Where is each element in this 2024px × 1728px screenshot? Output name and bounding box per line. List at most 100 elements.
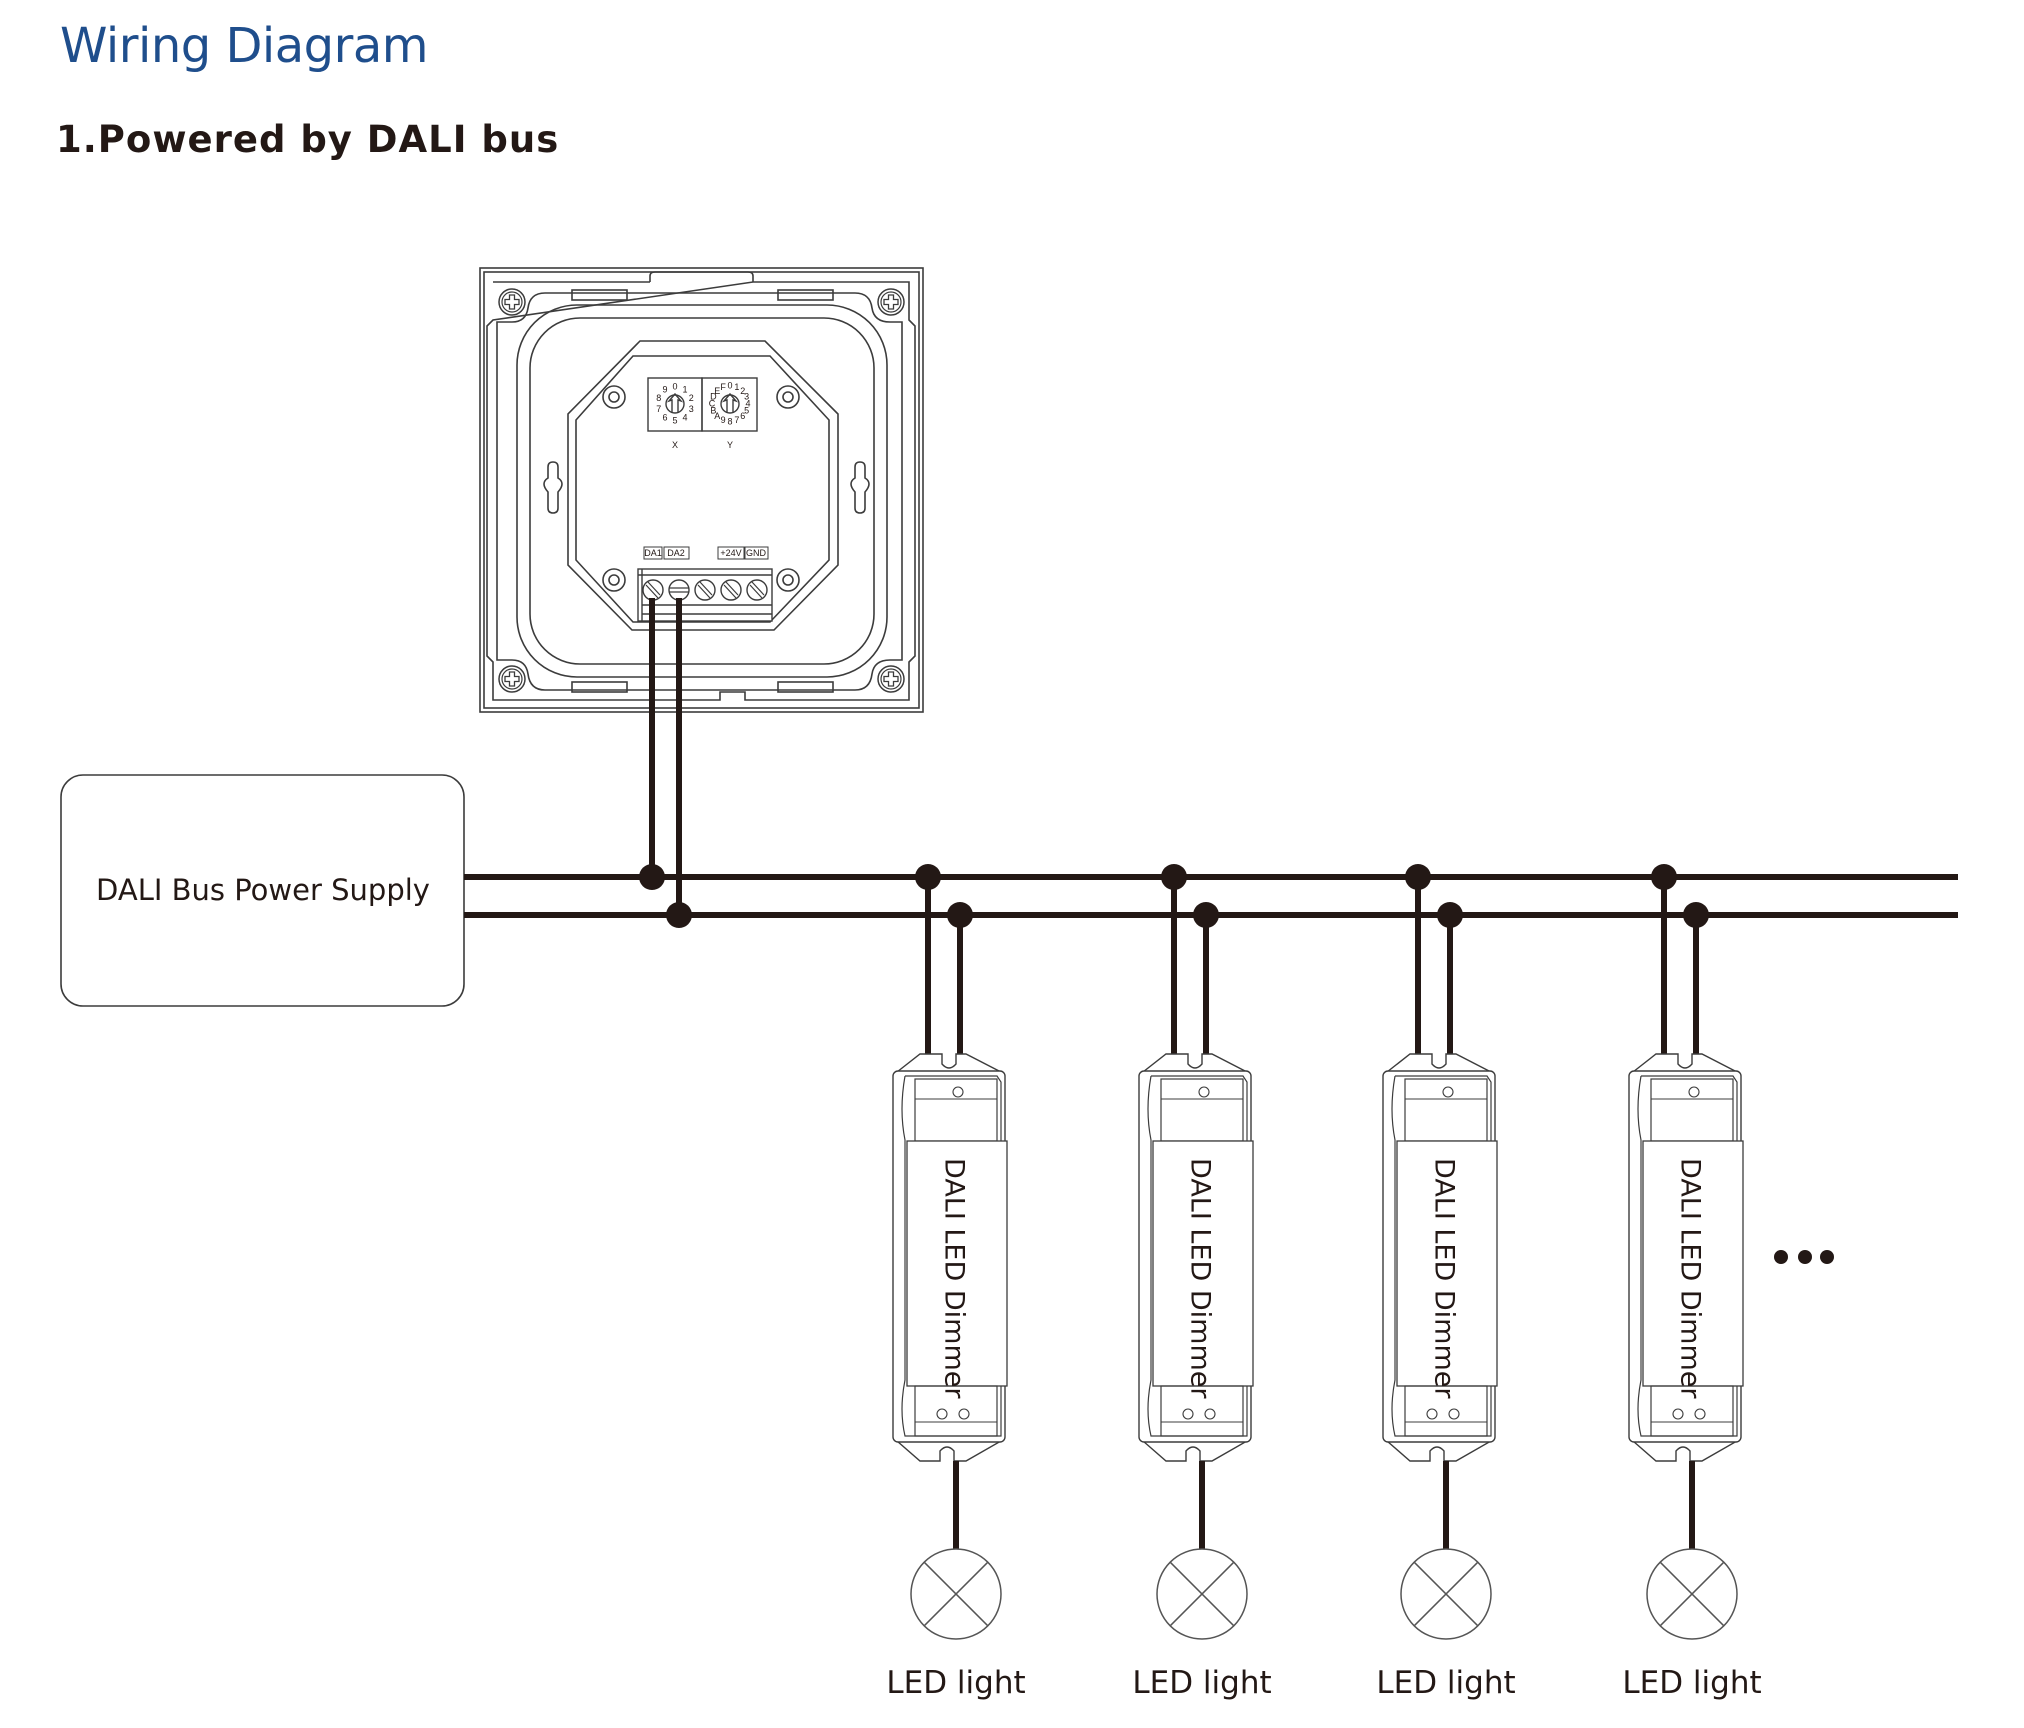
panel-clip: [777, 289, 834, 301]
panel-clip: [777, 681, 834, 693]
dial-digit: 3: [744, 392, 749, 402]
dial-digit: F: [720, 382, 726, 392]
terminal-label-box: [643, 546, 663, 560]
dimmer-screw-icon: [936, 1408, 948, 1420]
dimmer-shell: [1391, 1075, 1492, 1437]
module-housing: [567, 340, 839, 631]
dimmer-top-tab: [1140, 1053, 1248, 1073]
dimmer-bottom-cover: [914, 1385, 998, 1437]
terminal-label-da2: DA2: [667, 548, 685, 558]
module-hole: [776, 385, 800, 409]
phillips-screw-icon: [498, 665, 526, 693]
dimmer-bottom-cover: [1160, 1385, 1244, 1437]
module-hole: [776, 568, 800, 592]
dimmer-label: DALI LED Dimmer: [1185, 1158, 1216, 1399]
led-lamp-icon: [910, 1548, 1002, 1640]
terminal-screw-icon: [746, 579, 768, 601]
dimmer-bottom-tab: [1141, 1440, 1250, 1462]
led-lamp-icon: [1400, 1548, 1492, 1640]
terminal-label-gnd: GND: [746, 548, 767, 558]
dimmer-bottom-tab: [1385, 1440, 1494, 1462]
wall-panel: [479, 267, 924, 713]
junction-dot: [1405, 864, 1431, 890]
dial-digit: 7: [734, 415, 739, 425]
terminal-screw-icon: [694, 579, 716, 601]
dial-digit: 8: [727, 417, 732, 427]
keyhole-slot-left: [543, 461, 563, 514]
section-subtitle: 1.Powered by DALI bus: [56, 118, 560, 161]
dial-digit: 1: [734, 382, 739, 392]
more-devices-ellipsis: [1774, 1250, 1834, 1264]
dial-digit: B: [710, 405, 716, 415]
dial-digit: 9: [721, 415, 726, 425]
led-light-label: LED light: [1376, 1665, 1515, 1701]
phillips-screw-icon: [877, 665, 905, 693]
dial-digit: 0: [727, 381, 732, 391]
dial-y-label: Y: [727, 440, 733, 450]
dial-digit: 2: [689, 393, 694, 403]
terminal-label-box: [717, 546, 745, 560]
dimmer-label-band: [1396, 1140, 1498, 1387]
panel-mounting-plate: [486, 281, 916, 701]
terminal-screws: [642, 579, 768, 601]
dial-y-arrow-icon: [721, 392, 739, 412]
dimmer-shell: [1637, 1075, 1738, 1437]
dial-digit: 1: [682, 385, 687, 395]
junction-dot: [639, 864, 665, 890]
dimmer-top-tab: [1384, 1053, 1492, 1073]
dial-digit: 7: [656, 404, 661, 414]
terminal-screw-icon: [720, 579, 742, 601]
terminal-label-box: [744, 546, 769, 560]
dial-x-label: X: [672, 440, 678, 450]
terminal-screw-icon: [642, 579, 664, 601]
power-supply-label: DALI Bus Power Supply: [96, 873, 430, 907]
keyhole-slot-right: [850, 461, 870, 514]
dial-digit: D: [710, 392, 717, 402]
junction-dot: [1683, 902, 1709, 928]
junction-dot: [1161, 864, 1187, 890]
page-title: Wiring Diagram: [60, 18, 429, 74]
terminal-label-box: [663, 546, 690, 560]
terminal-label-24v: +24V: [720, 548, 741, 558]
ellipsis-dot: [1798, 1250, 1812, 1264]
panel-recess-inner: [529, 317, 875, 665]
module-housing-inner: [575, 355, 830, 623]
dimmer-screw-icon: [958, 1408, 970, 1420]
dimmer-screw-icon: [1204, 1408, 1216, 1420]
dial-digit: A: [714, 411, 720, 421]
panel-top-notch: [649, 271, 754, 282]
led-light-label: LED light: [886, 1665, 1025, 1701]
terminal-label-da1: DA1: [644, 548, 662, 558]
dial-digit: 9: [662, 385, 667, 395]
junction-dot: [1651, 864, 1677, 890]
panel-recess-outer: [516, 304, 888, 678]
led-lamp-icon: [1646, 1548, 1738, 1640]
dial-digit: 4: [682, 412, 687, 422]
panel-clip: [571, 289, 628, 301]
dimmer-label: DALI LED Dimmer: [939, 1158, 970, 1399]
dimmer-top-tab: [1630, 1053, 1738, 1073]
led-lamp-icon: [1156, 1548, 1248, 1640]
dimmer-screw-icon: [1182, 1408, 1194, 1420]
dial-digit: E: [714, 386, 720, 396]
dimmer-screw-icon: [1198, 1086, 1210, 1098]
junction-dot: [1193, 902, 1219, 928]
dial-digit: 3: [689, 404, 694, 414]
led-light-label: LED light: [1132, 1665, 1271, 1701]
dimmer-screw-icon: [1448, 1408, 1460, 1420]
dial-digit: 4: [745, 399, 750, 409]
dimmer-top-tab: [894, 1053, 1002, 1073]
ellipsis-dot: [1820, 1250, 1834, 1264]
junction-dot: [666, 902, 692, 928]
junction-dot: [947, 902, 973, 928]
dial-digit: 6: [740, 411, 745, 421]
dimmer-screw-icon: [1426, 1408, 1438, 1420]
dimmer-bottom-tab: [1631, 1440, 1740, 1462]
corner-screws: [498, 288, 905, 693]
module-hole: [602, 385, 626, 409]
ellipsis-dot: [1774, 1250, 1788, 1264]
